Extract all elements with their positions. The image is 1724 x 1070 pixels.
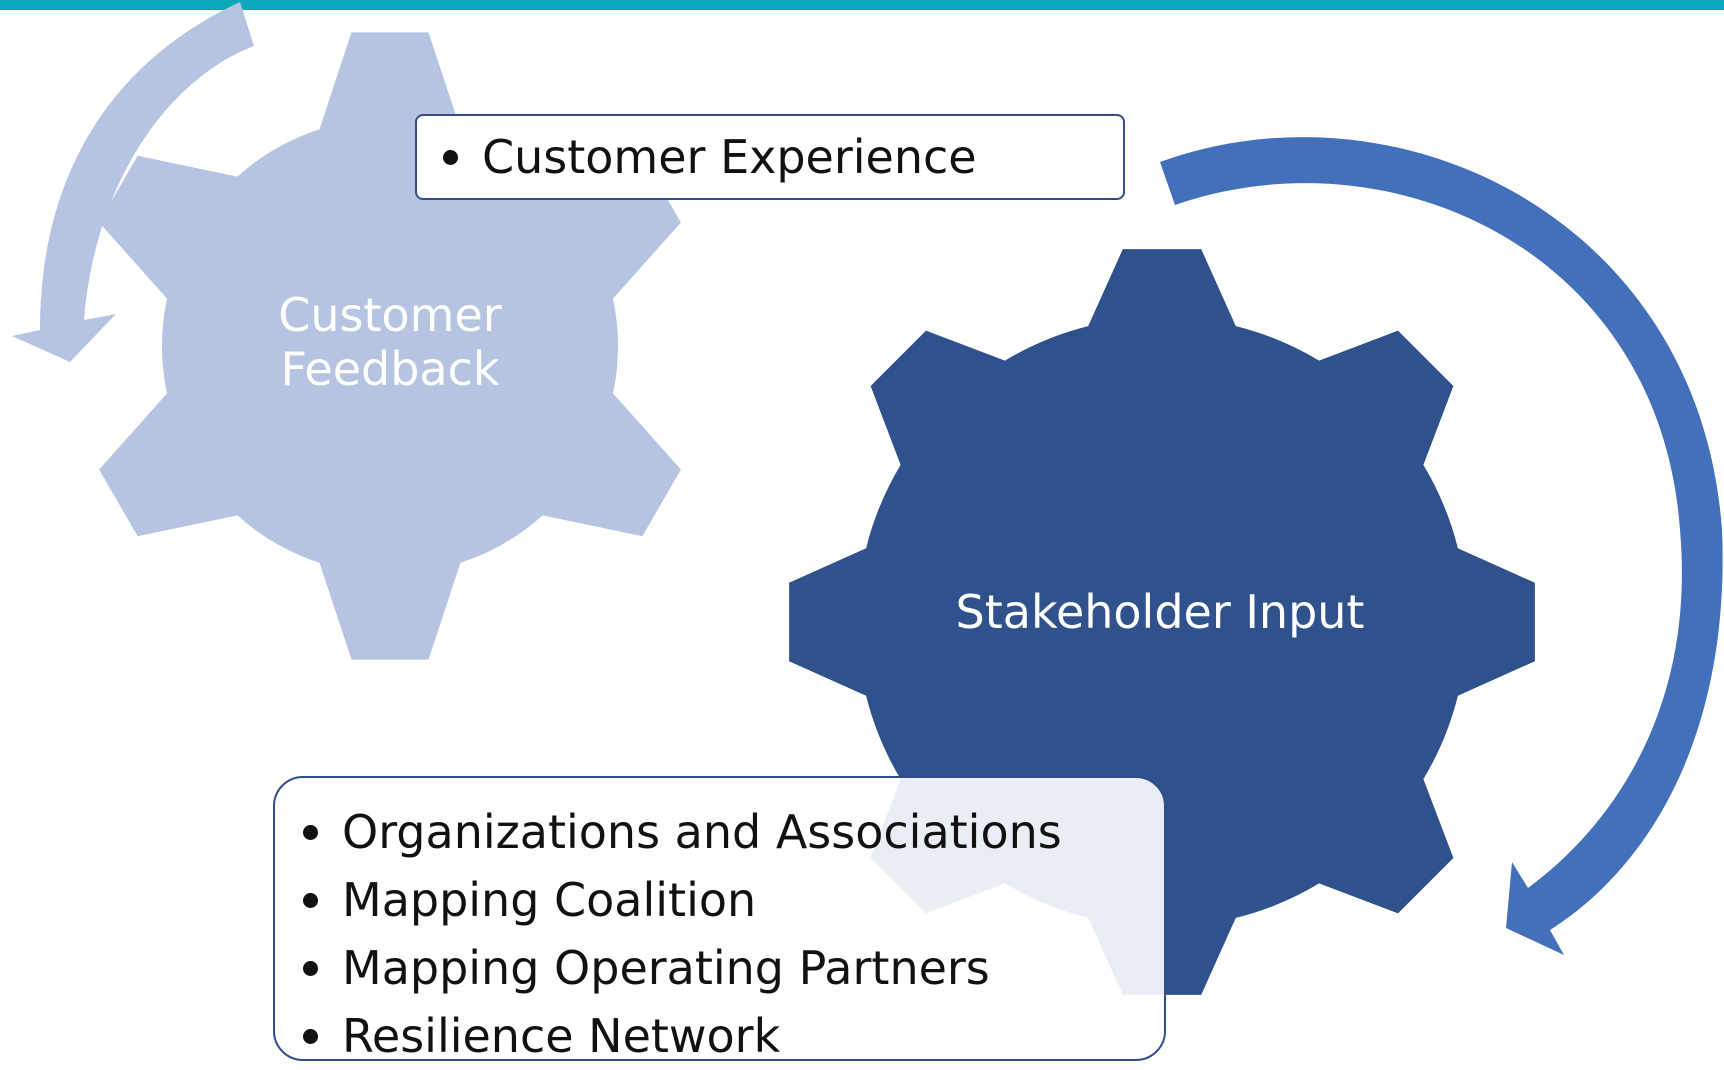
list-item: Customer Experience (443, 128, 1123, 186)
list-item-text: Resilience Network (342, 1009, 781, 1063)
list-item: Resilience Network (303, 1002, 1164, 1070)
top-accent-bar (0, 0, 1724, 10)
customer-experience-list: Customer Experience (443, 128, 1123, 186)
customer-experience-box: Customer Experience (415, 114, 1125, 200)
list-item: Mapping Operating Partners (303, 934, 1164, 1002)
list-item: Organizations and Associations (303, 798, 1164, 866)
bullet-icon (303, 824, 318, 840)
stakeholder-sources-box: Organizations and Associations Mapping C… (273, 776, 1166, 1063)
customer-feedback-label: Customer Feedback (230, 288, 550, 396)
bullet-icon (303, 1028, 318, 1044)
list-item-text: Mapping Coalition (342, 873, 757, 927)
customer-feedback-label-line1: Customer (278, 288, 502, 342)
list-item-text: Organizations and Associations (342, 805, 1062, 859)
customer-feedback-label-line2: Feedback (280, 342, 500, 396)
list-item-text: Customer Experience (482, 130, 977, 184)
stakeholder-input-label: Stakeholder Input (955, 585, 1365, 639)
list-item: Mapping Coalition (303, 866, 1164, 934)
stakeholder-sources-list: Organizations and Associations Mapping C… (303, 798, 1164, 1070)
list-item-text: Mapping Operating Partners (342, 941, 990, 995)
bullet-icon (443, 149, 458, 165)
curved-arrow-counterclockwise-icon (12, 2, 254, 362)
bullet-icon (303, 892, 318, 908)
bullet-icon (303, 960, 318, 976)
